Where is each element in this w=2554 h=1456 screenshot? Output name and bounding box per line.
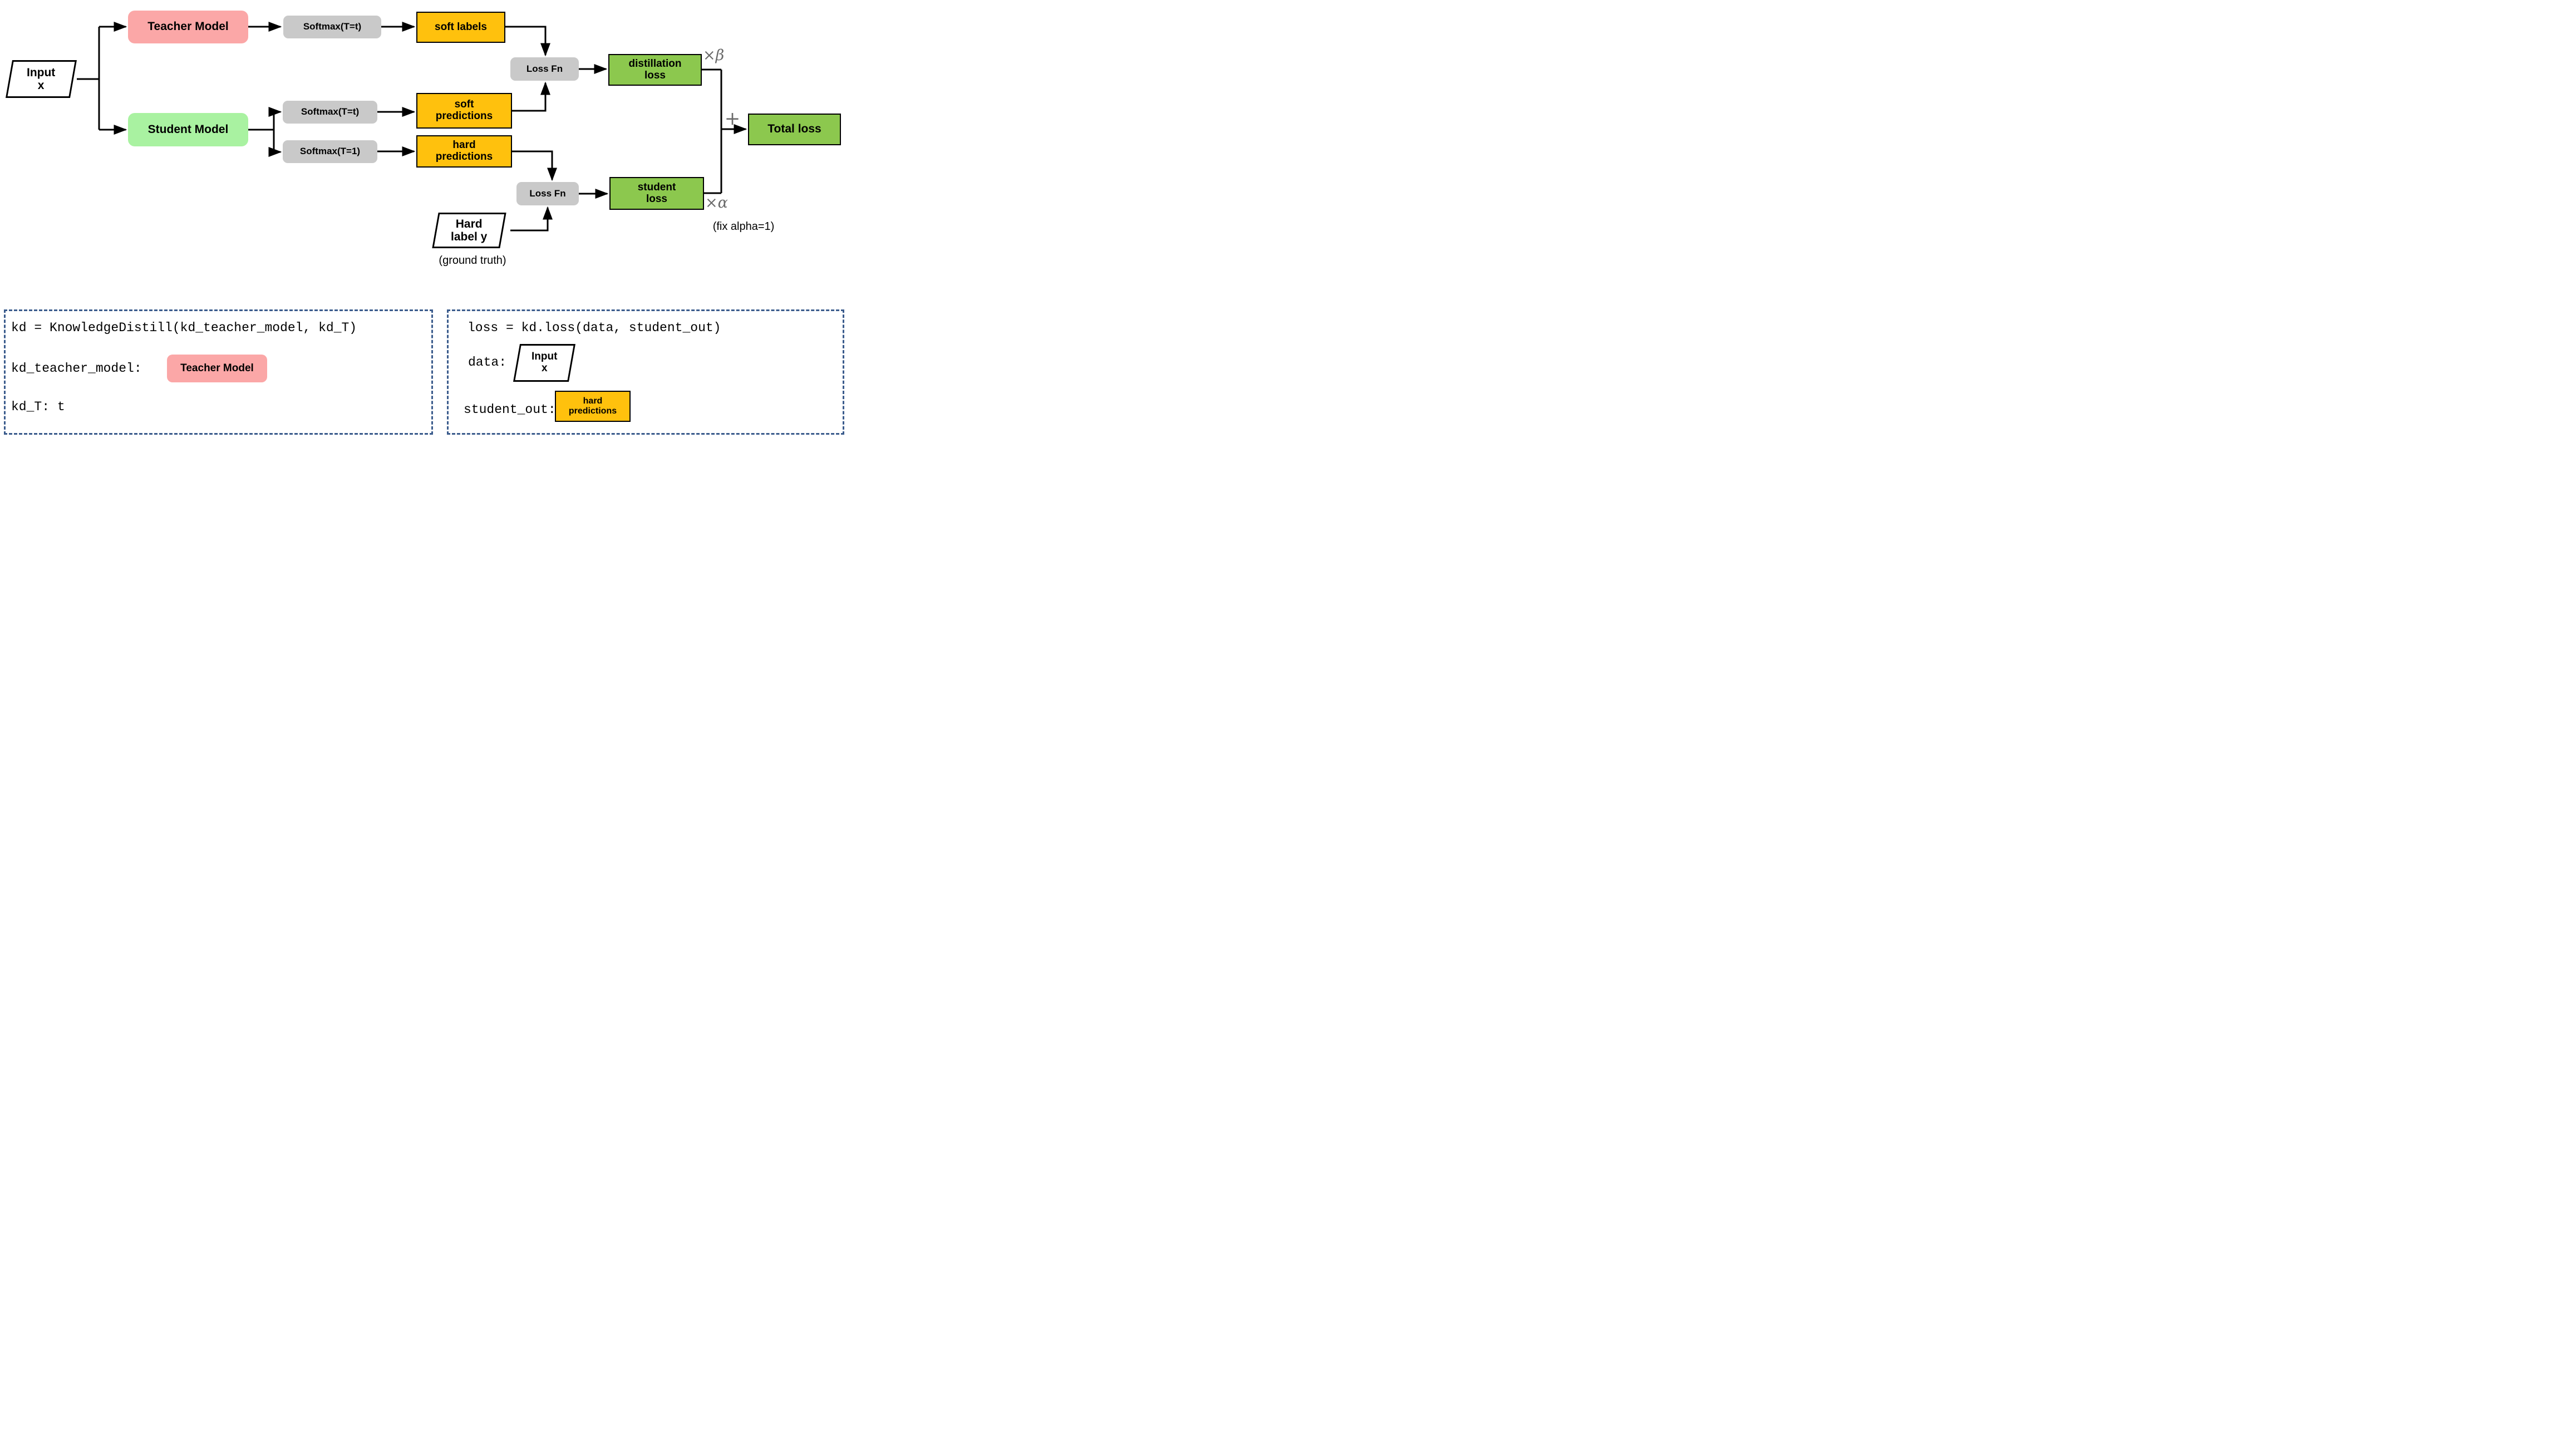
total-loss-node: Total loss [748,114,841,145]
fix-alpha-note: (fix alpha=1) [712,220,775,233]
loss-fn-top-node: Loss Fn [510,57,579,81]
hard-predictions-node: hard predictions [416,135,512,168]
student-model-node: Student Model [128,113,248,146]
softmax-teacher-node: Softmax(T=t) [283,16,381,38]
softmax-student-soft-node: Softmax(T=t) [283,101,377,124]
softmax-student-hard-node: Softmax(T=1) [283,140,377,163]
knowledge-distillation-diagram: Input x Teacher Model Student Model Soft… [0,0,852,485]
student-out-arg-label: student_out: [464,402,556,417]
student-loss-node: student loss [609,177,704,210]
distillation-loss-node: distillation loss [608,54,702,86]
kd-teacher-model-label: kd_teacher_model: [11,361,142,376]
kd-loss-code-panel [447,309,844,435]
hard-label-y-label: Hard label y [451,217,488,243]
hard-label-y-node: Hard label y [432,213,506,248]
input-x-label: Input x [27,66,56,92]
kd-t-code-line: kd_T: t [11,400,65,414]
data-arg-input-chip: Input x [513,344,575,382]
beta-multiplier-label: ×β [703,47,725,64]
data-arg-input-chip-label: Input x [531,351,558,374]
alpha-multiplier-label: ×α [705,194,728,211]
kd-loss-code-line: loss = kd.loss(data, student_out) [468,321,721,335]
teacher-model-node: Teacher Model [128,11,248,43]
connector-wires [77,22,747,232]
plus-sign: + [724,107,741,130]
loss-fn-bottom-node: Loss Fn [516,182,579,205]
data-arg-label: data: [468,355,507,370]
input-x-node: Input x [6,60,77,98]
kd-init-code-line: kd = KnowledgeDistill(kd_teacher_model, … [11,321,357,335]
ground-truth-caption: (ground truth) [439,254,506,267]
student-out-chip: hard predictions [555,391,631,422]
soft-predictions-node: soft predictions [416,93,512,129]
soft-labels-node: soft labels [416,12,505,43]
kd-teacher-model-chip: Teacher Model [167,355,267,382]
